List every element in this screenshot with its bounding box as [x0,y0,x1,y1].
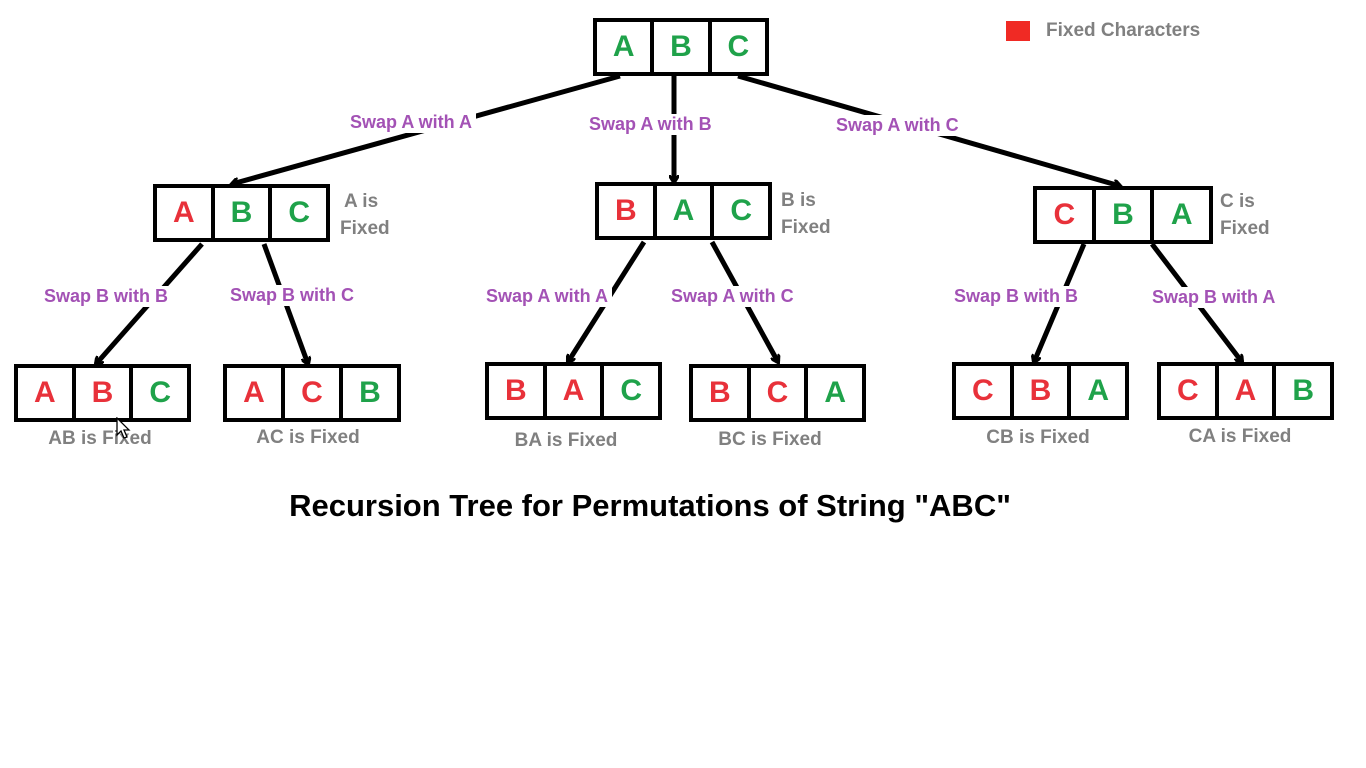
cell: C [620,374,643,407]
edge-label: Swap A with A [346,112,477,133]
node-root: A B C [593,18,769,76]
cell: C [956,366,1014,416]
cell: B [693,368,751,418]
cell: C [288,196,311,229]
note-line: Fixed [781,217,831,238]
cell: A [1087,374,1110,407]
cell: B [599,186,657,236]
note-line: Fixed [1220,218,1270,239]
node-level1-abc: A B C [153,184,330,242]
cell: C [1037,190,1096,240]
cell: B [654,22,712,72]
cell: A [227,368,285,418]
legend-swatch-red [1006,21,1030,41]
cell: B [489,366,547,416]
leaf-note: AB is Fixed [48,428,152,449]
node-level2-bac: B A C [485,362,662,420]
edge-label: Swap B with C [226,285,359,306]
node-note: B is Fixed [781,187,831,241]
cell: A [1170,198,1193,231]
cell: A [657,186,715,236]
edge-label: Swap A with C [667,286,798,307]
note-line: Fixed [340,218,390,239]
leaf-note: AC is Fixed [256,427,360,448]
node-level2-cab: C A B [1157,362,1334,420]
diagram-title: Recursion Tree for Permutations of Strin… [289,488,1011,523]
edge-label: Swap A with B [585,114,716,135]
legend-label: Fixed Characters [1046,20,1201,41]
leaf-note: CA is Fixed [1188,426,1292,447]
edge-label: Swap B with B [40,286,173,307]
mouse-cursor-icon [116,417,131,439]
cell: A [18,368,76,418]
legend: Fixed Characters [1006,20,1200,42]
cell: B [1014,366,1072,416]
cell: C [730,194,753,227]
leaf-note: CB is Fixed [986,427,1090,448]
edge-label: Swap B with A [1148,287,1280,308]
cell: C [285,368,343,418]
note-line: C is [1220,191,1255,212]
node-level1-cba: C B A [1033,186,1213,244]
node-level2-abc: A B C [14,364,191,422]
note-line: A is [344,191,379,212]
edge-label: Swap B with B [950,286,1083,307]
node-level2-acb: A C B [223,364,401,422]
node-level2-bca: B C A [689,364,866,422]
cell: B [215,188,273,238]
leaf-note: BC is Fixed [718,429,822,450]
cell: A [547,366,605,416]
cell: B [1096,190,1155,240]
note-line: B is [781,190,816,211]
node-note: C is Fixed [1220,188,1270,242]
edge-label: Swap A with A [482,286,613,307]
cell: C [727,30,750,63]
cell: C [149,376,172,409]
leaf-note: BA is Fixed [514,430,618,451]
node-note: A is Fixed [340,188,390,242]
cell: B [359,376,381,409]
cell: C [1161,366,1219,416]
cell: B [76,368,134,418]
edge-label: Swap A with C [832,115,963,136]
node-level2-cba: C B A [952,362,1129,420]
cell: A [824,376,847,409]
cell: A [1219,366,1277,416]
cell: A [157,188,215,238]
node-level1-bac: B A C [595,182,772,240]
cell: A [597,22,655,72]
cell: B [1292,374,1315,407]
cell: C [751,368,809,418]
